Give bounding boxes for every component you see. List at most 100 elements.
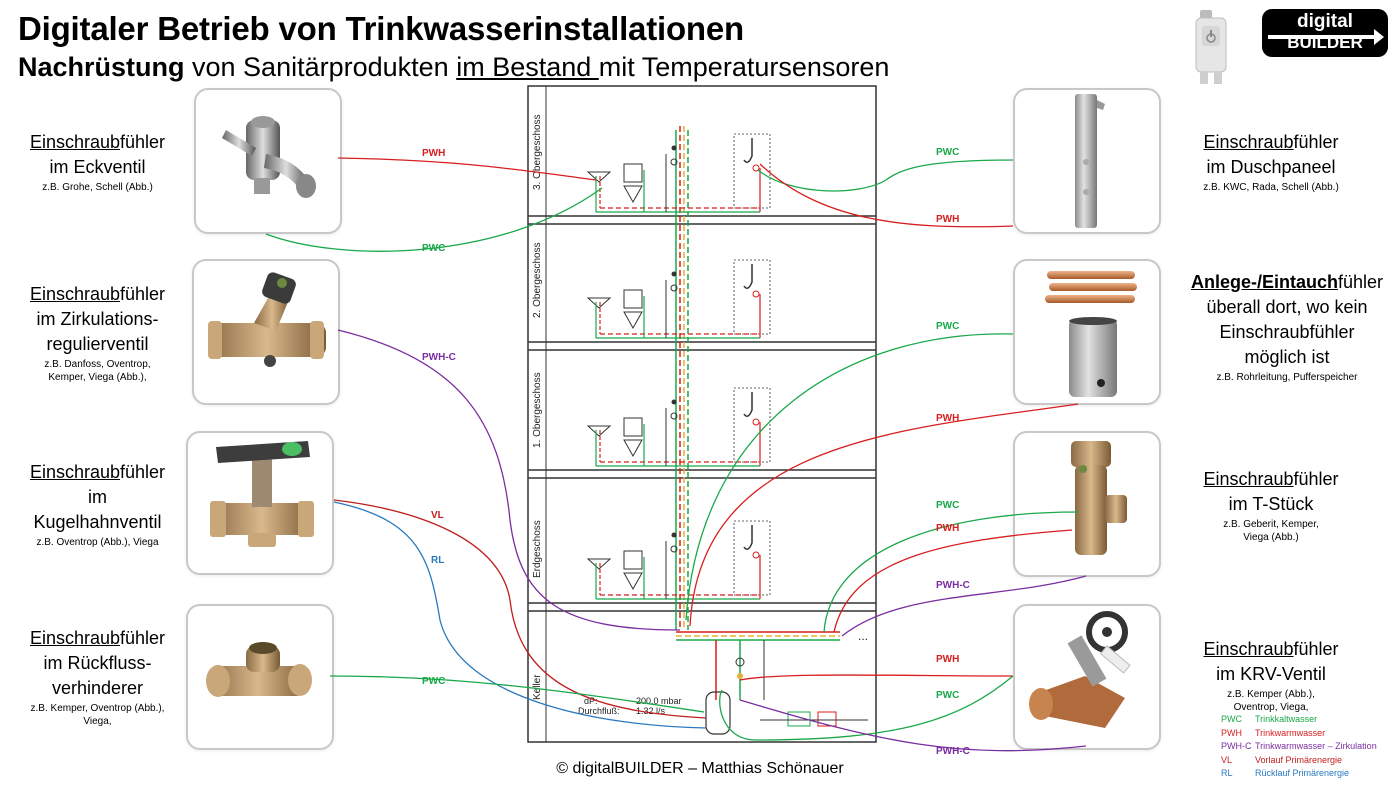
wc-cistern-icon	[623, 289, 643, 309]
conn-eckventil-pwc	[265, 187, 603, 252]
pipes-and-buffer-tank-icon	[1045, 271, 1137, 397]
pipe-label-pwc-6: PWC	[936, 690, 959, 701]
conn-tstueck-pwh	[833, 529, 1073, 633]
conn-eckventil-pwh	[337, 157, 597, 181]
wc-cistern-icon	[623, 163, 643, 183]
circulation-valve-icon	[208, 272, 326, 367]
floor-label-eg: Erdgeschoss	[532, 520, 543, 578]
shower-panel-icon	[1075, 94, 1105, 228]
ball-valve-icon	[210, 441, 314, 547]
conn-krv-pwhc	[739, 699, 1087, 752]
label-krv-ventil: Einschraubfühler im KRV-Ventil z.B. Kemp…	[1203, 639, 1339, 713]
label-t-stueck: Einschraubfühler im T-Stück z.B. Geberit…	[1203, 469, 1339, 543]
pipe-label-pwh-4: PWH	[936, 523, 959, 534]
shower-mixer-icon	[752, 418, 760, 426]
floor-fixtures	[586, 133, 771, 600]
floor-label-keller: Keller	[532, 674, 543, 700]
conn-anlege-pwh	[689, 403, 1079, 627]
continuation-dots: ...	[858, 629, 868, 643]
conn-krv-pwh	[739, 674, 1014, 681]
conn-kugelhahn-rl	[333, 501, 707, 729]
card-anlegefuehler	[1013, 259, 1161, 405]
floor-label-2og: 2. Obergeschoss	[532, 242, 543, 318]
floor-label-3og: 3. Obergeschoss	[532, 114, 543, 190]
pipe-label-rl: RL	[431, 555, 444, 566]
krv-valve-icon	[1029, 611, 1131, 728]
sensor-connectors	[265, 157, 1087, 752]
shower-head-icon	[743, 525, 753, 550]
wc-cistern-icon	[623, 417, 643, 437]
label-rueckflussverhinderer: Einschraubfühler im Rückfluss- verhinder…	[29, 628, 166, 727]
pipe-label-pwh-5: PWH	[936, 654, 959, 665]
conn-anlege-pwc	[685, 333, 1014, 621]
pipe-label-pwc-2: PWC	[422, 676, 445, 687]
washbasin-icon	[586, 297, 612, 309]
page-subtitle: Nachrüstung von Sanitärprodukten im Best…	[18, 52, 890, 82]
card-duschpaneel	[1013, 88, 1161, 234]
washbasin-icon	[586, 171, 612, 183]
shower-mixer-icon	[752, 290, 760, 298]
shower-mixer-icon	[752, 551, 760, 559]
conn-krv-pwc	[719, 675, 1014, 741]
conn-kugelhahn-vl	[333, 499, 707, 719]
node-icon	[671, 399, 677, 405]
node-icon	[671, 271, 677, 277]
conn-dusche-pwh	[759, 163, 1014, 228]
angle-valve-icon	[222, 116, 316, 198]
conn-tstueck-pwhc	[841, 575, 1087, 637]
pipe-label-pwhc-1: PWH-C	[422, 352, 456, 363]
card-t-stueck	[1013, 431, 1161, 577]
pipe-label-vl: VL	[431, 510, 444, 521]
tee-fitting-icon	[1071, 441, 1127, 555]
temperature-sensor-device-icon	[1195, 10, 1227, 84]
flow-value: 1.32 l/s	[636, 706, 666, 716]
pipe-label-pwc-3: PWC	[936, 147, 959, 158]
shower-head-icon	[743, 392, 753, 417]
conn-rueckfluss-pwc	[329, 675, 705, 713]
pipe-label-pwc-1: PWC	[422, 243, 445, 254]
dp-value: 200.0 mbar	[636, 696, 682, 706]
label-eckventil: Einschraubfühler im Eckventil z.B. Grohe…	[29, 132, 166, 193]
conn-dusche-pwc	[757, 159, 1014, 192]
flow-label: Durchfluß:	[578, 706, 620, 716]
pipe-label-pwc-5: PWC	[936, 500, 959, 511]
valve-symbol-icon	[670, 158, 678, 166]
page-title: Digitaler Betrieb von Trinkwasserinstall…	[18, 10, 744, 47]
floor-label-1og: 1. Obergeschoss	[532, 372, 543, 448]
riser-bundle	[675, 126, 689, 630]
label-zirkulationsregulierventil: Einschraubfühler im Zirkulations- reguli…	[29, 284, 166, 383]
pipe-label-pwh-2: PWH	[936, 214, 959, 225]
valve-symbol-icon	[670, 284, 678, 292]
washbasin-icon	[586, 558, 612, 570]
pipe-label-pwhc-3: PWH-C	[936, 746, 970, 757]
pipe-label-pwhc-2: PWH-C	[936, 580, 970, 591]
label-anlege-eintauchfuehler: Anlege-/Eintauchfühler überall dort, wo …	[1190, 272, 1384, 383]
pipe-label-pwh-1: PWH	[422, 148, 445, 159]
pipe-label-pwh-3: PWH	[936, 413, 959, 424]
node-icon	[671, 145, 677, 151]
card-krv-ventil	[1013, 604, 1161, 750]
backflow-preventer-icon	[206, 642, 312, 697]
valve-symbol-icon	[670, 545, 678, 553]
node-icon	[671, 532, 677, 538]
shower-head-icon	[743, 138, 753, 163]
wc-bowl-icon	[623, 311, 643, 330]
basement-equipment	[676, 631, 868, 735]
pipe-label-pwc-4: PWC	[936, 321, 959, 332]
shower-mixer-icon	[752, 164, 760, 172]
label-duschpaneel: Einschraubfühler im Duschpaneel z.B. KWC…	[1203, 132, 1339, 193]
conn-tstueck-pwc	[823, 511, 1079, 633]
wc-cistern-icon	[623, 550, 643, 570]
washbasin-icon	[586, 425, 612, 437]
dp-label: dP:	[584, 696, 598, 706]
wc-bowl-icon	[623, 572, 643, 591]
wc-bowl-icon	[623, 439, 643, 458]
copyright-footer: © digitalBUILDER – Matthias Schönauer	[556, 760, 844, 777]
valve-symbol-icon	[670, 412, 678, 420]
wc-bowl-icon	[623, 185, 643, 204]
